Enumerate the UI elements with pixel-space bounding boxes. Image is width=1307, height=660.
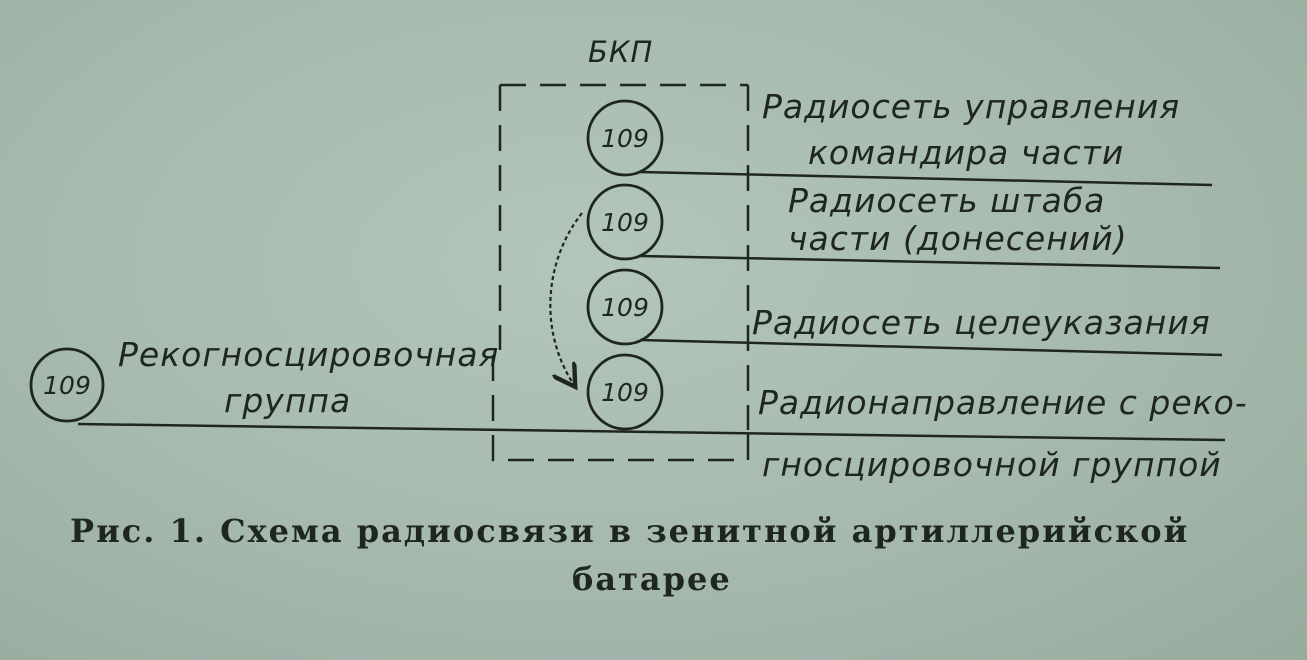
svg-text:109: 109 xyxy=(601,124,649,153)
recon-group-label-line2: группа xyxy=(224,381,352,420)
svg-text:109: 109 xyxy=(43,371,91,400)
net-staff-label-line2: части (донесений) xyxy=(788,219,1128,258)
station-node-targeting: 109 xyxy=(586,268,664,346)
net-targeting-label: Радиосеть целеуказания xyxy=(752,303,1211,342)
svg-text:109: 109 xyxy=(601,378,649,407)
net-command-label-line1: Радиосеть управления xyxy=(762,87,1181,126)
svg-text:109: 109 xyxy=(601,293,649,322)
net-command-label-line2: командира части xyxy=(808,133,1125,172)
relay-arrow xyxy=(549,212,583,385)
station-node-recon-group: 109 xyxy=(29,347,105,423)
figure-caption-line1: Рис. 1. Схема радиосвязи в зенитной арти… xyxy=(70,512,1190,550)
command-post-label: БКП xyxy=(588,35,654,69)
station-node-recon-link: 109 xyxy=(586,353,664,431)
net-recon-label-line1: Радионаправление с реко- xyxy=(758,383,1248,422)
net-staff-label-line1: Радиосеть штаба xyxy=(788,181,1106,220)
net-line-targeting xyxy=(639,338,1223,357)
net-recon-label-line2: гносцировочной группой xyxy=(762,445,1222,484)
station-node-staff: 109 xyxy=(586,183,664,261)
net-line-staff xyxy=(639,254,1221,270)
station-node-command: 109 xyxy=(586,99,664,177)
net-line-command xyxy=(639,170,1213,187)
recon-group-label-line1: Рекогносцировочная xyxy=(118,335,500,374)
figure-caption-line2: батарее xyxy=(572,560,732,598)
net-line-recon xyxy=(77,422,1226,442)
svg-text:109: 109 xyxy=(601,208,649,237)
